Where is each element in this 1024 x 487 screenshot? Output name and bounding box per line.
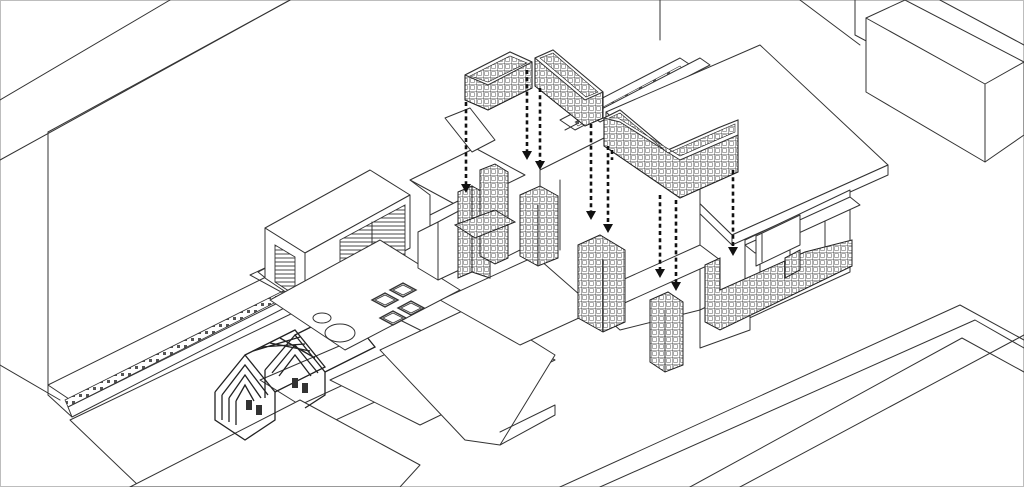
installed-column-b	[519, 185, 559, 267]
installed-column-a	[453, 163, 517, 279]
neighbour-building	[865, 0, 1024, 163]
installed-wall-front	[704, 239, 853, 331]
street-edge	[559, 304, 1024, 487]
raised-segment-right	[603, 109, 739, 199]
installed-column-c	[577, 234, 626, 333]
site-outline	[0, 0, 1024, 401]
raised-segment-left	[464, 51, 533, 111]
installed-column-d	[649, 291, 684, 373]
assembly-arrows	[461, 70, 738, 291]
courtyard-paving	[269, 239, 461, 351]
raised-segment-middle	[534, 49, 604, 127]
